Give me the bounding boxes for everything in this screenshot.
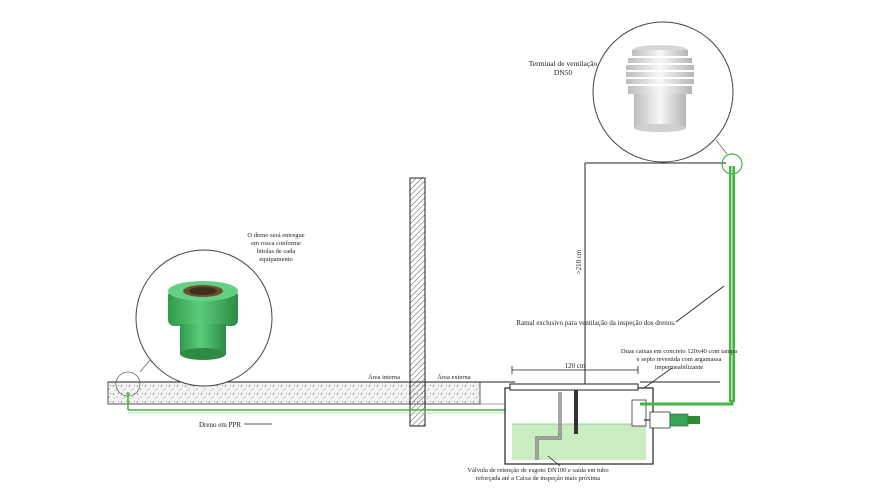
vent-branch-leader bbox=[675, 285, 725, 323]
vent-terminal-icon bbox=[626, 45, 694, 132]
boxes-note-line1: Duas caixas em concreto 120x40 com tampa bbox=[621, 348, 737, 355]
thread-detail-circle bbox=[115, 249, 273, 397]
vent-terminal-label-line1: Terminal de ventilação bbox=[529, 59, 598, 68]
valve-note-line1: Válvula de retenção de esgoto DN100 e sa… bbox=[467, 467, 608, 474]
ground-slab bbox=[107, 381, 720, 405]
vent-branch-label: Ramal exclusivo para ventilação da inspe… bbox=[516, 319, 676, 327]
vent-terminal-label-line2: DN50 bbox=[554, 68, 573, 77]
height-dimension-label: >210 cm bbox=[575, 249, 583, 274]
drain-pipe-ppr bbox=[127, 392, 515, 414]
boxes-note-line2: e septo revestida com argamassa bbox=[637, 356, 722, 363]
vent-terminal-circle bbox=[592, 21, 743, 175]
interior-area-label: Área interna bbox=[368, 373, 400, 381]
wall bbox=[409, 177, 426, 427]
boxes-note-line3: impermeabilizante bbox=[655, 364, 703, 371]
box-width-dimension bbox=[511, 366, 639, 374]
exterior-area-label: Área externa bbox=[437, 373, 470, 381]
boxes-note-leader bbox=[643, 367, 673, 389]
inspection-box bbox=[504, 383, 654, 465]
vent-pipe bbox=[640, 166, 735, 406]
valve-note-leader bbox=[547, 455, 561, 467]
box-width-label: 120 cm bbox=[565, 362, 586, 370]
drain-thread-label-line3: bitolas de cada bbox=[257, 248, 296, 255]
drain-thread-label-line2: em rosca conforme bbox=[251, 240, 301, 247]
retention-valve bbox=[644, 411, 700, 429]
drain-ppr-label: Dreno em PPR bbox=[199, 421, 241, 429]
drain-thread-label-line4: equipamento bbox=[259, 256, 293, 263]
valve-note-line2: reforçada até a Caixa de inspeção mais p… bbox=[476, 475, 600, 482]
height-dimension bbox=[584, 162, 726, 384]
drain-thread-label-line1: O dreno será entregue bbox=[247, 232, 304, 239]
threaded-fitting-icon bbox=[168, 281, 238, 360]
